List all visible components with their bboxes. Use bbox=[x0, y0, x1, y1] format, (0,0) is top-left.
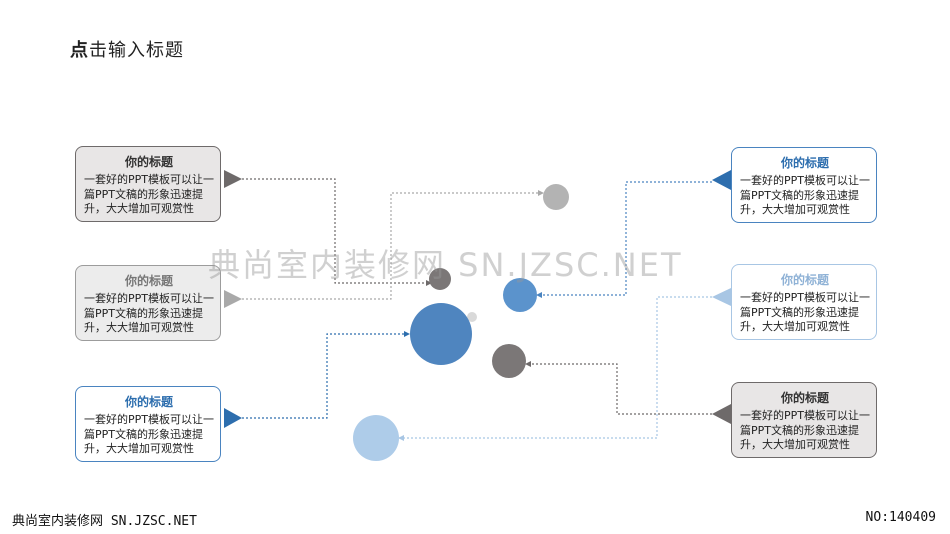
card-1: 你的标题 一套好的PPT模板可以让一篇PPT文稿的形象迅速提升，大大增加可观赏性 bbox=[75, 146, 221, 222]
circle-tiny-light bbox=[467, 312, 477, 322]
circle-light-gray bbox=[543, 184, 569, 210]
circle-small-dark-gray bbox=[429, 268, 451, 290]
arrowhead-5 bbox=[398, 435, 404, 441]
card-body: 一套好的PPT模板可以让一篇PPT文稿的形象迅速提升，大大增加可观赏性 bbox=[740, 291, 870, 333]
arrowhead-4 bbox=[536, 292, 542, 298]
card-title: 你的标题 bbox=[124, 395, 173, 409]
arrowhead-3 bbox=[404, 331, 410, 337]
pointer-card-6 bbox=[712, 404, 731, 424]
card-body: 一套好的PPT模板可以让一篇PPT文稿的形象迅速提升，大大增加可观赏性 bbox=[84, 413, 214, 455]
connector-3 bbox=[242, 333, 407, 419]
card-title: 你的标题 bbox=[780, 156, 829, 170]
card-title: 你的标题 bbox=[124, 155, 173, 169]
circle-medium-blue bbox=[503, 278, 537, 312]
connector-6 bbox=[526, 363, 712, 415]
card-6: 你的标题 一套好的PPT模板可以让一篇PPT文稿的形象迅速提升，大大增加可观赏性 bbox=[731, 382, 877, 458]
pointer-card-5 bbox=[712, 288, 731, 306]
arrowhead-1 bbox=[426, 280, 432, 286]
circle-large-blue bbox=[410, 303, 472, 365]
card-body: 一套好的PPT模板可以让一篇PPT文稿的形象迅速提升，大大增加可观赏性 bbox=[740, 174, 870, 216]
connector-5 bbox=[399, 296, 712, 439]
footer-number: NO:140409 bbox=[865, 510, 936, 525]
card-title: 你的标题 bbox=[780, 391, 829, 405]
page-title-rest: 击输入标题 bbox=[89, 40, 184, 61]
page-title-bold: 点 bbox=[70, 40, 89, 61]
connector-1 bbox=[242, 178, 428, 284]
card-title: 你的标题 bbox=[780, 273, 829, 287]
pointer-card-3 bbox=[224, 408, 242, 428]
card-title: 你的标题 bbox=[124, 274, 173, 288]
card-4: 你的标题 一套好的PPT模板可以让一篇PPT文稿的形象迅速提升，大大增加可观赏性 bbox=[731, 147, 877, 223]
pointer-card-2 bbox=[224, 290, 242, 308]
card-2: 你的标题 一套好的PPT模板可以让一篇PPT文稿的形象迅速提升，大大增加可观赏性 bbox=[75, 265, 221, 341]
footer-site: 典尚室内装修网 SN.JZSC.NET bbox=[12, 514, 197, 529]
arrowhead-6 bbox=[525, 361, 531, 367]
pointer-card-4 bbox=[712, 170, 731, 190]
card-3: 你的标题 一套好的PPT模板可以让一篇PPT文稿的形象迅速提升，大大增加可观赏性 bbox=[75, 386, 221, 462]
card-body: 一套好的PPT模板可以让一篇PPT文稿的形象迅速提升，大大增加可观赏性 bbox=[740, 409, 870, 451]
watermark: 典尚室内装修网 SN.JZSC.NET bbox=[208, 246, 683, 284]
card-body: 一套好的PPT模板可以让一篇PPT文稿的形象迅速提升，大大增加可观赏性 bbox=[84, 292, 214, 334]
card-body: 一套好的PPT模板可以让一篇PPT文稿的形象迅速提升，大大增加可观赏性 bbox=[84, 173, 214, 215]
circle-dark-gray bbox=[492, 344, 526, 378]
pointer-card-1 bbox=[224, 170, 242, 188]
card-5: 你的标题 一套好的PPT模板可以让一篇PPT文稿的形象迅速提升，大大增加可观赏性 bbox=[731, 264, 877, 340]
page-title: 点击输入标题 bbox=[70, 36, 184, 62]
connector-2 bbox=[242, 192, 542, 300]
arrowhead-2 bbox=[538, 190, 544, 196]
circle-light-blue bbox=[353, 415, 399, 461]
